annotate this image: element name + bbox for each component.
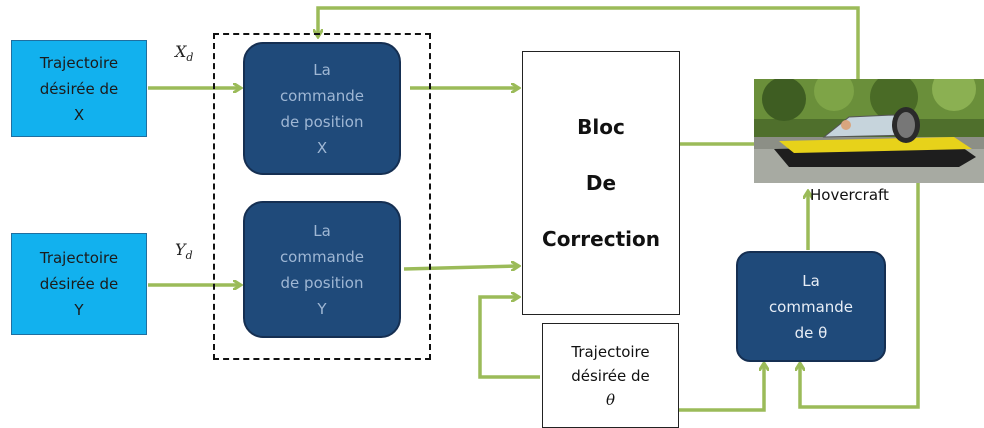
theta-command-block: La commande de θ — [736, 251, 886, 362]
block-text: commande — [279, 247, 365, 266]
trajectory-theta-block: Trajectoire désirée de θ — [542, 323, 679, 428]
block-text: Y — [317, 299, 327, 318]
trajectory-x-block: Trajectoire désirée de X — [11, 40, 147, 137]
block-text: désirée de — [571, 366, 650, 385]
correction-block: Bloc De Correction — [522, 51, 680, 315]
position-command-x-block: La commande de position X — [243, 42, 401, 175]
block-text: θ — [605, 390, 616, 409]
block-text: Trajectoire — [39, 53, 119, 72]
block-text: La — [802, 271, 820, 290]
arrow-trajtheta-to-cmdtheta — [665, 364, 764, 412]
block-text: La — [313, 221, 331, 240]
signal-xd-label: Xd — [175, 42, 194, 65]
block-text: De — [585, 171, 617, 195]
block-text: X — [73, 105, 85, 124]
block-text: désirée de — [39, 79, 119, 98]
hovercraft-label: Hovercraft — [810, 186, 889, 204]
block-text: Bloc — [577, 115, 625, 139]
block-text: Correction — [542, 227, 660, 251]
block-text: commande — [768, 297, 854, 316]
position-controller-group — [213, 33, 431, 360]
block-text: La — [313, 60, 331, 79]
block-text: désirée de — [39, 275, 119, 293]
arrow-feedback-to-cmdx — [318, 6, 860, 79]
block-text: Y — [74, 301, 84, 319]
arrow-cmdy-to-bloc — [403, 266, 518, 269]
position-command-y-block: La commande de position Y — [243, 201, 401, 338]
block-text: de position — [280, 273, 364, 292]
trajectory-y-block: Trajectoire désirée de Y — [11, 233, 147, 335]
block-text: de position — [280, 112, 364, 131]
block-text: commande — [279, 86, 365, 105]
block-text: Trajectoire — [571, 342, 650, 361]
hovercraft-image — [754, 79, 984, 183]
arrow-trajtheta-to-bloc — [478, 297, 540, 379]
arrow-feedback-to-cmdtheta — [800, 183, 920, 409]
block-text: X — [316, 138, 328, 157]
block-text: de θ — [794, 323, 828, 342]
block-text: Trajectoire — [39, 249, 119, 267]
signal-yd-label: Yd — [175, 240, 193, 263]
